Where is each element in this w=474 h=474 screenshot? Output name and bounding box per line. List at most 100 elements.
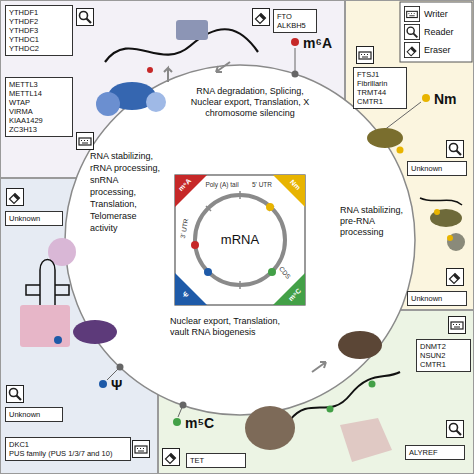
legend-text: Writer — [424, 8, 448, 20]
reader-list: YTHDF1YTHDF2YTHDF3YTHDC1YTHDC2 — [5, 5, 73, 56]
writer-complex — [96, 92, 120, 116]
writer-icon — [77, 133, 94, 150]
eraser-icon — [163, 449, 180, 466]
modification-dot — [434, 209, 440, 215]
enzyme-name: Unknown — [411, 294, 463, 303]
enzyme-name: CMTR1 — [357, 97, 403, 106]
enzyme-name: METTL3 — [9, 80, 69, 89]
enzyme-name: TET — [190, 456, 242, 465]
enzyme-name: FTSJ1 — [357, 70, 403, 79]
region-label: Poly (A) tail — [197, 180, 247, 189]
legend-text: Reader — [424, 26, 454, 38]
mrna-circle: mRNA — [205, 228, 275, 252]
enzyme-name: Unknown — [411, 164, 463, 173]
eraser-enzyme — [245, 406, 295, 450]
panel-title: m⁵C — [185, 415, 214, 431]
writer-list: METTL3METTL14WTAPVIRMAKIAA1429ZC3H13 — [5, 77, 73, 137]
enzyme-name: VIRMA — [9, 107, 69, 116]
panel-title: Nm — [434, 91, 457, 107]
writer-list: DNMT2NSUN2CMTR1 — [416, 339, 471, 372]
function-text: RNA stabilizing, pre-RNA processing — [340, 205, 410, 238]
process-arrow — [312, 362, 326, 372]
enzyme-name: YTHDF3 — [9, 26, 69, 35]
enzyme-name: KIAA1429 — [9, 116, 69, 125]
enzyme-name: ZC3H13 — [9, 125, 69, 134]
enzyme-name: NSUN2 — [420, 351, 467, 360]
modification-dot — [447, 235, 453, 241]
panel-dot — [291, 38, 299, 46]
reader-icon — [7, 386, 24, 403]
writer-icon — [404, 6, 419, 21]
eraser-icon — [7, 189, 24, 206]
enzyme-name: TRMT44 — [357, 88, 403, 97]
modification-dot — [327, 406, 334, 413]
enzyme-name: YTHDF1 — [9, 8, 69, 17]
legend-text: Eraser — [424, 44, 451, 56]
eraser-list: FTOALKBH5 — [273, 9, 317, 33]
panel-dot — [99, 380, 107, 388]
corner-triangle — [175, 175, 207, 207]
enzyme-name: Unknown — [9, 410, 59, 419]
enzyme-name: PUS family (PUS 1/3/7 and 10) — [9, 449, 127, 458]
eraser-list: Unknown — [5, 211, 63, 226]
modification-dot — [397, 147, 404, 154]
enzyme-name: Fibrillarin — [357, 79, 403, 88]
legend-box — [400, 2, 472, 62]
enzyme-name: DNMT2 — [420, 342, 467, 351]
writer-icon — [357, 47, 374, 64]
pus-enzyme — [20, 305, 70, 347]
enzyme-name: YTHDC1 — [9, 35, 69, 44]
eraser-icon — [447, 269, 464, 286]
corner-triangle — [273, 175, 305, 207]
circle-anchor — [292, 71, 299, 78]
panel-dot — [422, 94, 430, 102]
eraser-icon — [253, 9, 270, 26]
site-dot — [191, 241, 199, 249]
reader-protein — [73, 320, 117, 344]
leader-line — [295, 48, 296, 74]
eraser-icon — [404, 42, 419, 57]
modification-dot — [147, 67, 153, 73]
enzyme-name: WTAP — [9, 98, 69, 107]
enzyme-name: YTHDF2 — [9, 17, 69, 26]
writer-enzyme — [367, 128, 403, 148]
reader-icon — [77, 9, 94, 26]
circle-anchor — [117, 364, 124, 371]
eraser-list: TET — [186, 453, 246, 468]
enzyme-name: ALYREF — [409, 448, 461, 457]
eraser-list: Unknown — [407, 291, 467, 306]
function-text: Nuclear export, Translation, vault RNA b… — [170, 316, 295, 338]
writer-list: FTSJ1FibrillarinTRMT44CMTR1 — [353, 67, 407, 109]
enzyme-name: METTL14 — [9, 89, 69, 98]
writer-enzyme — [338, 331, 382, 359]
writer-complex — [146, 92, 166, 112]
modification-dot — [54, 336, 62, 344]
enzyme-name: DKC1 — [9, 440, 127, 449]
reader-list: ALYREF — [405, 445, 465, 460]
circle-anchor — [180, 402, 187, 409]
panel-title: m⁶A — [303, 35, 332, 51]
site-dot — [266, 203, 274, 211]
reader-icon — [447, 141, 464, 158]
modification-dot — [369, 381, 376, 388]
site-dot — [268, 268, 276, 276]
site-dot — [204, 268, 212, 276]
ring-tick — [206, 191, 274, 289]
reader-list: Unknown — [5, 407, 63, 422]
function-text: RNA degradation, Splicing, Nuclear expor… — [180, 86, 320, 119]
enzyme-name: CMTR1 — [420, 360, 467, 369]
writer-icon — [133, 441, 150, 458]
enzyme-name: FTO — [277, 12, 313, 21]
center-square — [175, 175, 305, 305]
reader-list: Unknown — [407, 161, 467, 176]
function-circle — [65, 65, 415, 415]
mrna-title: mRNA — [205, 228, 275, 252]
enzyme-name: YTHDC2 — [9, 44, 69, 53]
reader-protein — [176, 20, 208, 40]
corner-triangle — [175, 273, 207, 305]
function-text: RNA stabilizing, rRNA processing, snRNA … — [90, 150, 166, 234]
reader-icon — [404, 24, 419, 39]
panel-dot — [173, 418, 181, 426]
enzyme-name: ALKBH5 — [277, 21, 313, 30]
